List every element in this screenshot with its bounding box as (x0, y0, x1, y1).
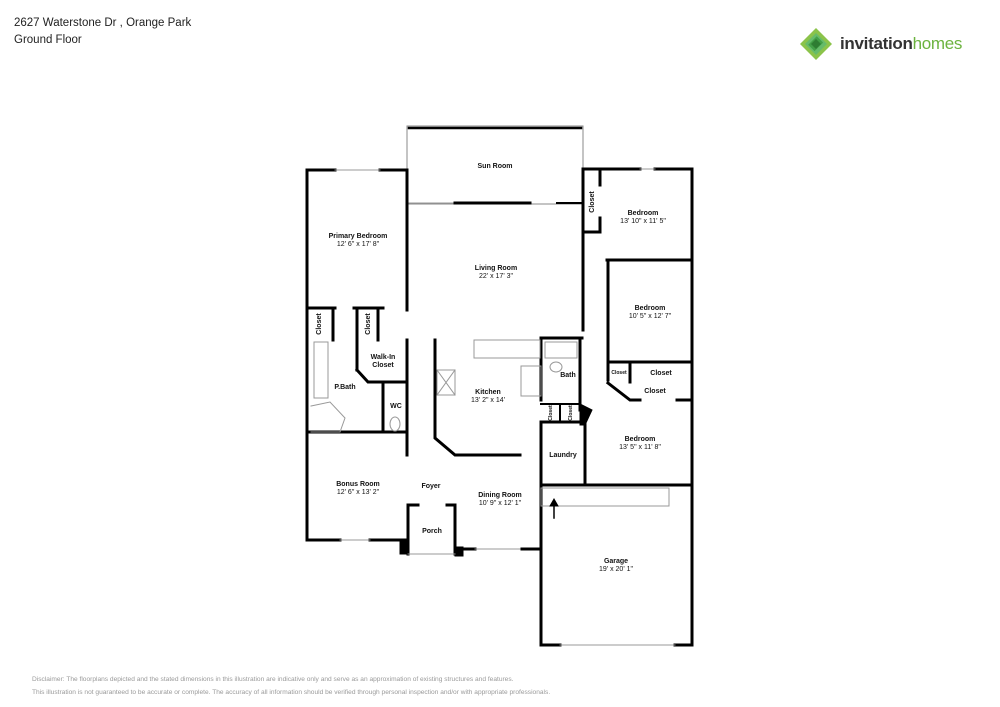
label-laundry: Laundry (549, 452, 577, 459)
label-bath: Bath (560, 372, 576, 379)
label-closet-bed1: Closet (589, 191, 596, 213)
dims-bedroom-2: 10' 5" x 12' 7" (629, 313, 672, 320)
dims-bonus-room: 12' 6" x 13' 2" (337, 489, 380, 496)
disclaimer: Disclaimer: The floorplans depicted and … (32, 673, 550, 699)
dims-bedroom-3: 13' 5" x 11' 8" (619, 444, 661, 451)
label-living-room: Living Room (475, 265, 517, 272)
label-closet-pbath: Closet (316, 313, 323, 335)
label-sun-room: Sun Room (478, 163, 513, 170)
label-bedroom-2: Bedroom (635, 305, 666, 312)
label-wc: WC (390, 403, 402, 410)
label-dining-room: Dining Room (478, 492, 522, 499)
logo-mark-icon (800, 28, 832, 60)
label-bedroom-3: Bedroom (625, 436, 656, 443)
page-header: 2627 Waterstone Dr , Orange Park Ground … (14, 15, 191, 49)
dims-bedroom-1: 13' 10" x 11' 5" (620, 218, 666, 225)
label-walk-in-closet: Closet (372, 362, 394, 369)
dims-primary-bedroom: 12' 6" x 17' 8" (337, 241, 380, 248)
dims-living-room: 22' x 17' 3" (479, 273, 513, 280)
label-closet-bed2: Closet (650, 370, 672, 377)
label-garage: Garage (604, 558, 628, 565)
label-closet-small: Closet (611, 370, 627, 376)
label-foyer: Foyer (421, 483, 440, 490)
label-walk-in: Walk-In (371, 354, 396, 361)
disclaimer-line-2: This illustration is not guaranteed to b… (32, 689, 551, 696)
label-closet-walkin: Closet (365, 313, 372, 335)
label-primary-bedroom: Primary Bedroom (329, 233, 388, 240)
disclaimer-line-1: Disclaimer: The floorplans depicted and … (32, 676, 514, 683)
floor-label: Ground Floor (14, 34, 82, 46)
logo-wordmark: invitationhomes (840, 34, 963, 53)
label-p-bath: P.Bath (334, 384, 355, 391)
label-closet-bed3: Closet (644, 388, 666, 395)
dims-dining-room: 10' 9" x 12' 1" (479, 500, 522, 507)
dims-garage: 19' x 20' 1" (599, 566, 633, 573)
label-porch: Porch (422, 528, 442, 535)
label-bedroom-1: Bedroom (628, 210, 659, 217)
label-kitchen: Kitchen (475, 389, 501, 396)
property-address: 2627 Waterstone Dr , Orange Park (14, 17, 192, 29)
label-closet-hall-2: Closet (568, 405, 574, 421)
dims-kitchen: 13' 2" x 14' (471, 397, 505, 404)
invitation-homes-logo: invitationhomes (798, 26, 962, 62)
label-bonus-room: Bonus Room (336, 481, 380, 488)
label-closet-hall-1: Closet (548, 405, 554, 421)
